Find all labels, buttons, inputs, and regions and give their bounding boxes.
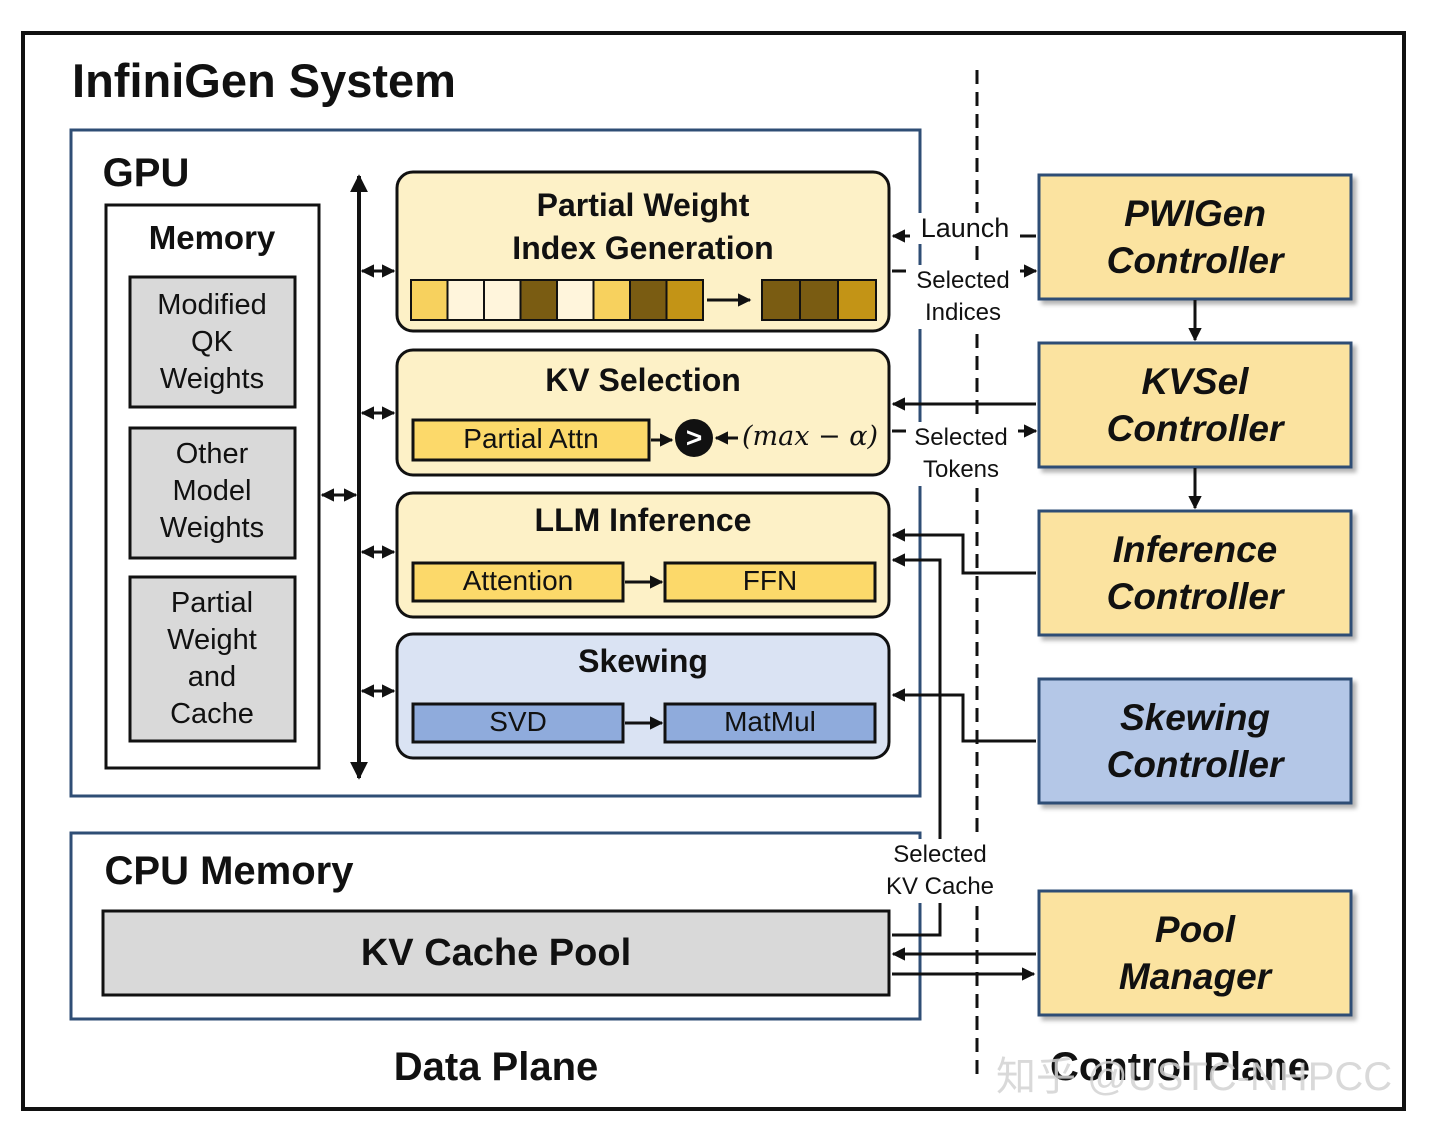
memory-item-qk-label: Modified QK Weights [157, 289, 267, 395]
pwig-title: Partial Weight Index Generation [512, 187, 774, 266]
launch-label: Launch [917, 213, 1013, 245]
kvsel-controller [1037, 341, 1353, 469]
index-cell-7 [665, 279, 704, 321]
inference-launch-path [891, 528, 1036, 575]
watermark: 知乎 @USTC-NHPCC [996, 1055, 1393, 1099]
selected-index-strip [761, 279, 877, 321]
matmul-label: MatMul [724, 706, 816, 737]
svd-box [411, 702, 625, 744]
memory-item-partial [128, 575, 297, 743]
ffn-box [663, 561, 877, 603]
data-plane-label: Data Plane [393, 1045, 599, 1089]
index-cell-6 [629, 279, 668, 321]
index-cell-4 [556, 279, 595, 321]
memory-item-qk [128, 275, 297, 409]
skewing-controller [1037, 677, 1353, 805]
inference-controller-label: Inference Controller [1106, 529, 1284, 617]
index-cell-3 [519, 279, 558, 321]
control-plane-label: Control Plane [1049, 1045, 1311, 1089]
matmul-box [663, 702, 877, 744]
skew-title: Skewing [578, 643, 708, 679]
llm-title: LLM Inference [534, 502, 752, 538]
cpu-memory-label: CPU Memory [104, 849, 354, 893]
index-cell-1 [446, 279, 485, 321]
index-cell-5 [592, 279, 631, 321]
partial-attn-box [411, 418, 651, 462]
kv-cache-path [891, 553, 942, 937]
selected-index-cell-0 [761, 279, 801, 321]
selected-index-cell-2 [837, 279, 877, 321]
memory-item-other-label: Other Model Weights [159, 438, 265, 544]
index-cell-0 [410, 279, 449, 321]
kv-cache-pool-label: KV Cache Pool [360, 932, 632, 974]
system-frame [21, 31, 1406, 1111]
memory-item-partial-label: Partial Weight and Cache [167, 587, 257, 730]
selected-index-cell-1 [799, 279, 839, 321]
weight-index-strip [410, 279, 704, 321]
kv-cache-pool-box [101, 909, 891, 997]
cpu-frame [69, 831, 922, 1021]
inference-controller [1037, 509, 1353, 637]
threshold-label: (max − α) [741, 421, 879, 452]
memory-item-other [128, 426, 297, 560]
compare-node [675, 419, 713, 457]
compare-symbol: > [685, 422, 703, 453]
selected-tokens-label: Selected Tokens [911, 422, 1011, 486]
kvsel-title: KV Selection [545, 362, 741, 398]
pool-manager-label: Pool Manager [1118, 909, 1272, 997]
system-title: InfiniGen System [72, 54, 456, 107]
selected-kv-cache-label: Selected KV Cache [882, 839, 998, 903]
index-cell-2 [483, 279, 522, 321]
ffn-label: FFN [742, 565, 798, 596]
kvsel-controller-label: KVSel Controller [1106, 361, 1284, 449]
svd-label: SVD [489, 706, 547, 737]
skewing-launch-path [891, 688, 1036, 743]
pwigen-controller [1037, 173, 1353, 301]
partial-attn-label: Partial Attn [463, 423, 599, 454]
memory-label: Memory [148, 219, 276, 256]
attention-label: Attention [462, 565, 574, 596]
gpu-label: GPU [102, 151, 190, 195]
attention-box [411, 561, 625, 603]
skewing-controller-label: Skewing Controller [1106, 697, 1284, 785]
pwigen-controller-label: PWIGen Controller [1106, 193, 1284, 281]
selected-indices-label: Selected Indices [913, 265, 1013, 329]
pool-manager [1037, 889, 1353, 1017]
